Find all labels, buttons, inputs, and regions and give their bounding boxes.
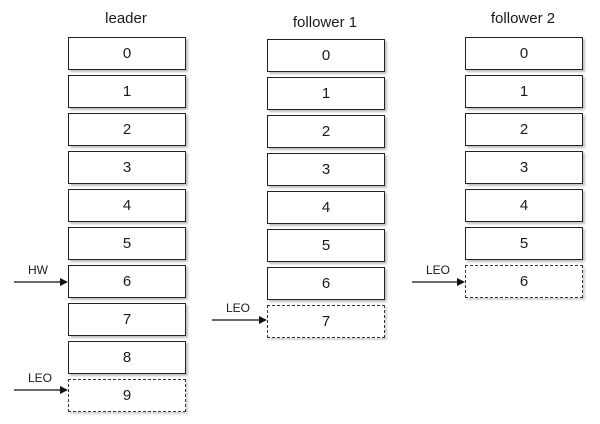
leader-leo-marker: LEO [14, 371, 68, 397]
follower-2-offset-2: 2 [465, 113, 583, 146]
leader-leo-label: LEO [28, 371, 53, 385]
follower-2-offset-3: 3 [465, 151, 583, 184]
leader-offset-1: 1 [68, 75, 186, 108]
leader-offset-2: 2 [68, 113, 186, 146]
follower-1-leo-label: LEO [226, 301, 251, 315]
follower-2-log: 0 1 2 3 4 5 6 [465, 37, 583, 303]
follower-1-offset-3: 3 [267, 153, 385, 186]
leader-offset-6: 6 [68, 265, 186, 298]
leader-offset-8: 8 [68, 341, 186, 374]
arrow-right-icon [212, 316, 267, 324]
follower-1-log: 0 1 2 3 4 5 6 7 [267, 39, 385, 343]
follower-2-leo-marker: LEO [412, 263, 465, 289]
leader-offset-4: 4 [68, 189, 186, 222]
follower-1-offset-7: 7 [267, 305, 385, 338]
follower-1-offset-6: 6 [267, 267, 385, 300]
follower-2-offset-1: 1 [465, 75, 583, 108]
follower-2-offset-0: 0 [465, 37, 583, 70]
follower-1-title: follower 1 [292, 14, 358, 31]
leader-offset-3: 3 [68, 151, 186, 184]
follower-2-offset-5: 5 [465, 227, 583, 260]
leader-offset-7: 7 [68, 303, 186, 336]
follower-2-offset-6: 6 [465, 265, 583, 298]
follower-1-offset-1: 1 [267, 77, 385, 110]
leader-hw-marker: HW [14, 263, 68, 289]
follower-2-offset-4: 4 [465, 189, 583, 222]
leader-offset-5: 5 [68, 227, 186, 260]
follower-1-offset-5: 5 [267, 229, 385, 262]
leader-hw-label: HW [28, 263, 48, 277]
arrow-right-icon [412, 278, 465, 286]
leader-offset-9: 9 [68, 379, 186, 412]
leader-offset-0: 0 [68, 37, 186, 70]
leader-title: leader [105, 10, 147, 27]
leader-log: 0 1 2 3 4 5 6 7 8 9 [68, 37, 186, 417]
follower-2-leo-label: LEO [426, 263, 451, 277]
follower-1-offset-4: 4 [267, 191, 385, 224]
follower-1-offset-0: 0 [267, 39, 385, 72]
follower-1-offset-2: 2 [267, 115, 385, 148]
follower-2-title: follower 2 [490, 10, 556, 27]
follower-1-leo-marker: LEO [212, 301, 267, 327]
arrow-right-icon [14, 278, 68, 286]
arrow-right-icon [14, 386, 68, 394]
